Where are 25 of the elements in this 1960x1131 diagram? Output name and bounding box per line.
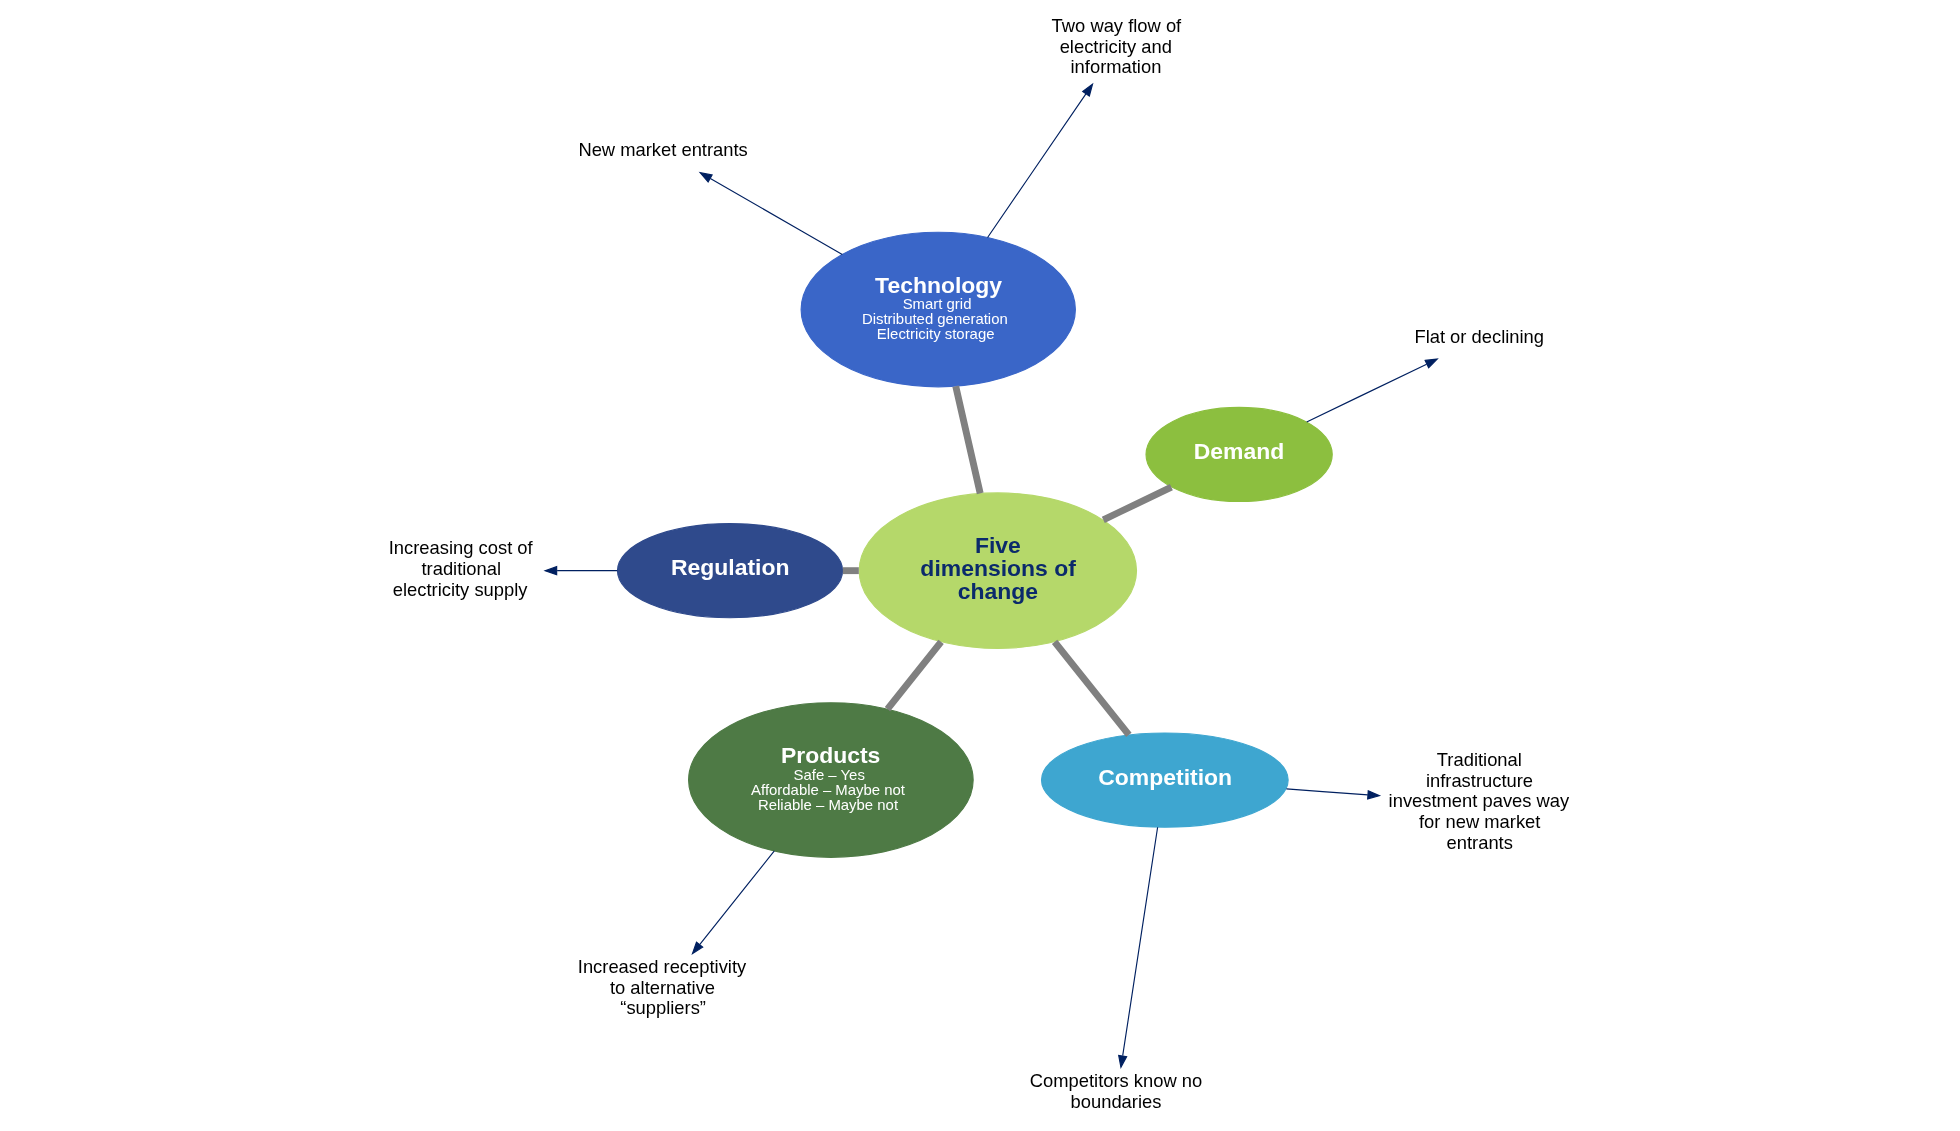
node-ellipse: Demand	[1144, 406, 1333, 503]
node-ellipse: Five dimensions of change	[858, 492, 1137, 649]
node-ellipse: Technology Smart grid Distributed generation Electricity storage	[800, 231, 1076, 388]
connector	[951, 385, 984, 495]
connector	[842, 567, 859, 575]
node-text: Two way flow of electricity and information	[1051, 15, 1181, 78]
connector	[1051, 639, 1132, 738]
node-text: Increasing cost of traditional electricity supply	[388, 537, 533, 600]
arrow	[986, 82, 1093, 239]
arrow	[690, 850, 775, 955]
node-ellipse: Regulation	[616, 523, 843, 619]
node-text: Increased receptivity to alternative “suppliers”	[577, 956, 746, 1019]
node-ellipse: Competition	[1040, 732, 1289, 828]
arrow	[1285, 788, 1381, 800]
arrow	[698, 171, 843, 255]
arrow	[542, 565, 618, 576]
arrow	[1305, 358, 1439, 423]
node-text: Flat or declining	[1413, 325, 1544, 347]
arrow	[1117, 826, 1158, 1070]
node-ellipse: Products Safe – Yes Affordable – Maybe not Reliable – Maybe not	[687, 702, 974, 858]
connector	[1101, 484, 1173, 523]
node-text: Competitors know no boundaries	[1029, 1069, 1202, 1112]
node-text: New market entrants	[577, 139, 748, 161]
node-text: Traditional infrastructure investment paves way for new market entrants	[1388, 749, 1569, 853]
connector	[884, 639, 944, 712]
